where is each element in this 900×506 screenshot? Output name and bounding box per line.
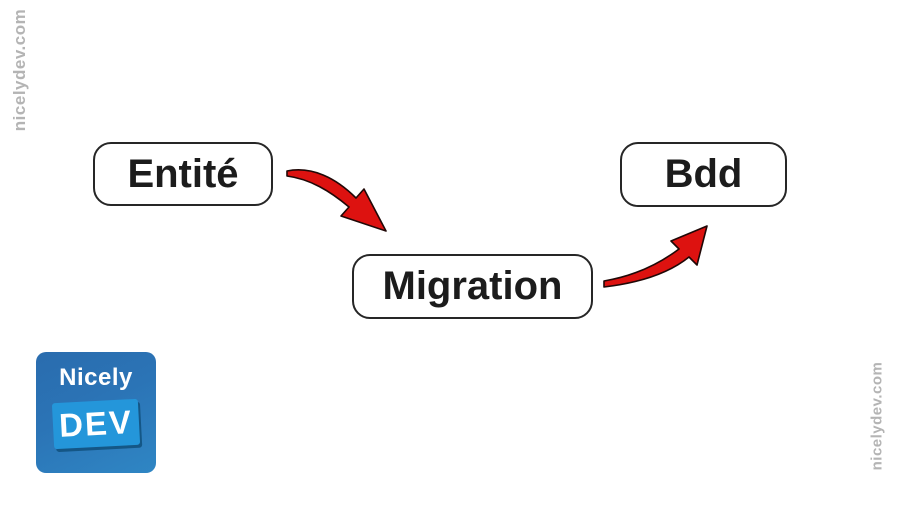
- logo-nicely-text: Nicely: [59, 364, 133, 391]
- node-entite: Entité: [93, 142, 273, 206]
- node-migration-label: Migration: [382, 264, 563, 308]
- watermark-bottom-right: nicelydev.com: [868, 361, 886, 471]
- nicelydev-logo: Nicely DEV: [36, 352, 156, 473]
- node-migration: Migration: [352, 254, 593, 319]
- logo-dev-badge: DEV: [51, 398, 141, 450]
- arrow-migration-to-bdd-icon: [603, 225, 708, 288]
- arrow-entite-to-migration-icon: [286, 169, 387, 232]
- node-bdd-label: Bdd: [664, 152, 743, 196]
- node-bdd: Bdd: [620, 142, 787, 207]
- watermark-top-left: nicelydev.com: [10, 8, 29, 132]
- node-entite-label: Entité: [127, 151, 239, 196]
